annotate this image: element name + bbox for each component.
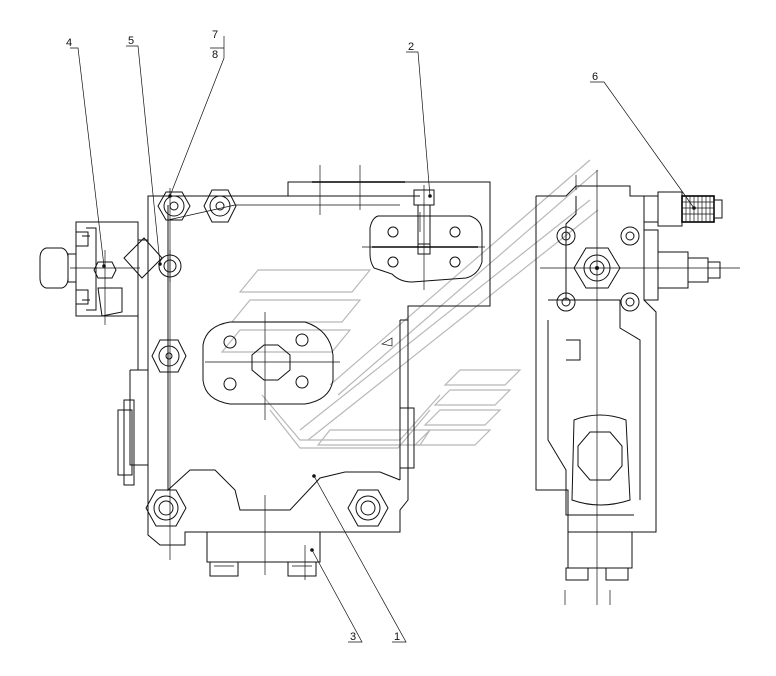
- callout-7: 7: [212, 29, 218, 41]
- bolt-bottom-right: [347, 489, 389, 527]
- bolt-middle-left: [151, 339, 187, 373]
- side-view-body: [535, 170, 740, 605]
- callout-4: 4: [66, 37, 72, 49]
- watermark-logo: [220, 159, 599, 449]
- callout-3: 3: [350, 631, 356, 643]
- callout-1: 1: [394, 631, 400, 643]
- callout-5: 5: [128, 35, 134, 47]
- callout-6: 6: [592, 71, 598, 83]
- top-plate: [362, 185, 485, 290]
- callout-2: 2: [408, 41, 414, 53]
- bolt-top-2: [203, 189, 237, 223]
- left-regulator: [39, 221, 182, 325]
- central-flange-plate: [202, 312, 340, 420]
- main-body-bolts: [145, 189, 389, 527]
- callout-8: 8: [212, 49, 218, 61]
- main-centre-lines: [169, 165, 361, 580]
- callouts: 4 5 7 8 2 6 3 1: [66, 29, 696, 643]
- bolt-bottom-left: [145, 489, 187, 527]
